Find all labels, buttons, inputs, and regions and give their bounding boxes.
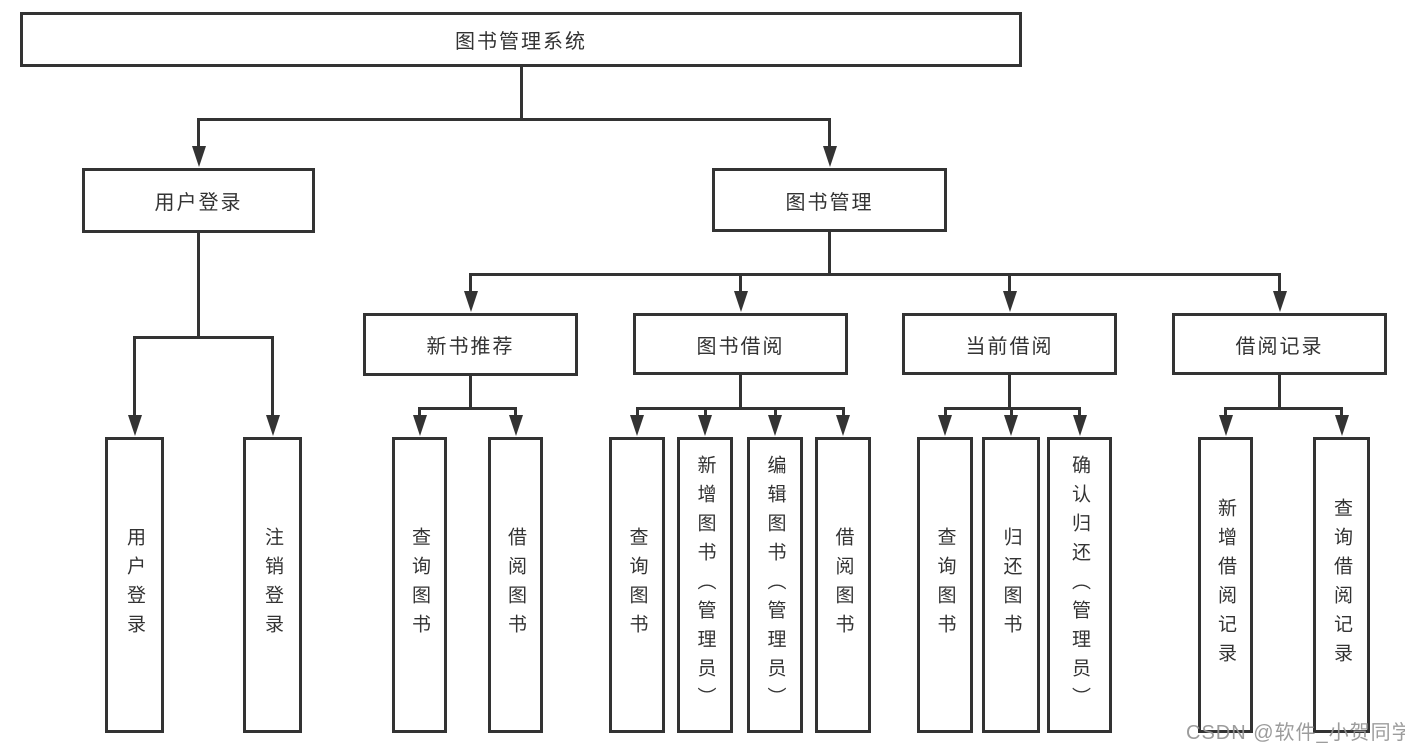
node-user-login-leaf: 用户登录 bbox=[105, 437, 164, 733]
node-label: 图书借阅 bbox=[696, 335, 785, 358]
node-label: 当前借阅 bbox=[965, 335, 1054, 358]
arrowhead-down bbox=[412, 415, 427, 436]
node-logout-leaf: 注销登录 bbox=[243, 437, 302, 733]
node-user-login: 用户登录 bbox=[82, 168, 315, 233]
watermark: CSDN @软件_小贺同学 bbox=[1186, 722, 1405, 744]
node-bb-borrow-books: 借阅图书 bbox=[815, 437, 871, 733]
connector-line bbox=[943, 407, 947, 419]
arrowhead-down bbox=[698, 415, 712, 436]
node-book-borrow: 图书借阅 bbox=[633, 313, 848, 375]
connector-line bbox=[1340, 407, 1343, 419]
node-label: 用户登录 bbox=[154, 192, 243, 214]
connector-line bbox=[635, 407, 639, 419]
arrowhead-down bbox=[822, 146, 837, 167]
node-rec-query-books: 查询图书 bbox=[392, 437, 447, 733]
connector-line bbox=[514, 407, 517, 419]
node-borrow-records: 借阅记录 bbox=[1172, 313, 1387, 375]
connector-line bbox=[1078, 407, 1081, 419]
node-book-mgmt: 图书管理 bbox=[712, 168, 947, 232]
connector-line bbox=[469, 376, 472, 410]
node-label: 图书管理系统 bbox=[455, 31, 587, 53]
node-cb-confirm-return: 确认归还（管理员） bbox=[1047, 437, 1112, 733]
node-br-query-record: 查询借阅记录 bbox=[1313, 437, 1370, 733]
node-label: 新书推荐 bbox=[426, 336, 515, 358]
arrowhead-down bbox=[265, 415, 280, 436]
connector-line bbox=[133, 336, 136, 419]
connector-line bbox=[739, 273, 742, 295]
arrowhead-down bbox=[938, 415, 952, 436]
node-label: 借阅图书 bbox=[505, 527, 526, 643]
node-label: 新增借阅记录 bbox=[1215, 498, 1236, 672]
connector-line bbox=[828, 118, 831, 150]
node-label: 确认归还（管理员） bbox=[1069, 454, 1090, 716]
arrowhead-down bbox=[1072, 415, 1087, 436]
arrowhead-down bbox=[1002, 291, 1017, 312]
connector-line bbox=[635, 407, 845, 410]
arrowhead-down bbox=[1272, 291, 1287, 312]
node-bb-add-books: 新增图书（管理员） bbox=[677, 437, 733, 733]
node-label: 注销登录 bbox=[262, 527, 283, 643]
node-cb-return-books: 归还图书 bbox=[982, 437, 1040, 733]
node-label: 用户登录 bbox=[124, 527, 145, 643]
connector-line bbox=[841, 407, 845, 419]
arrowhead-down bbox=[733, 291, 748, 312]
node-label: 借阅记录 bbox=[1235, 335, 1324, 358]
arrowhead-down bbox=[630, 415, 644, 436]
connector-line bbox=[197, 233, 200, 339]
node-label: 新增图书（管理员） bbox=[694, 454, 716, 716]
connector-line bbox=[703, 407, 707, 419]
node-bb-query-books: 查询图书 bbox=[609, 437, 665, 733]
connector-line bbox=[197, 118, 831, 121]
connector-line bbox=[469, 273, 1281, 276]
arrowhead-down bbox=[1334, 415, 1349, 436]
node-label: 查询图书 bbox=[626, 527, 648, 643]
connector-line bbox=[519, 67, 523, 121]
connector-line bbox=[1009, 407, 1013, 419]
connector-line bbox=[1224, 407, 1227, 419]
node-cb-query-books: 查询图书 bbox=[917, 437, 973, 733]
node-label: 借阅图书 bbox=[832, 527, 854, 643]
arrowhead-down bbox=[836, 415, 850, 436]
node-current-borrow: 当前借阅 bbox=[902, 313, 1117, 375]
node-root: 图书管理系统 bbox=[20, 12, 1022, 67]
connector-line bbox=[773, 407, 777, 419]
arrowhead-down bbox=[1004, 415, 1018, 436]
connector-line bbox=[1008, 375, 1011, 410]
connector-line bbox=[739, 375, 742, 410]
connector-line bbox=[1278, 375, 1281, 410]
arrowhead-down bbox=[127, 415, 142, 436]
connector-line bbox=[1278, 273, 1281, 295]
arrowhead-down bbox=[191, 146, 206, 167]
connector-line bbox=[469, 273, 472, 295]
node-label: 查询借阅记录 bbox=[1331, 498, 1352, 672]
arrowhead-down bbox=[1218, 415, 1233, 436]
connector-line bbox=[418, 407, 421, 419]
connector-line bbox=[133, 336, 274, 339]
node-br-add-record: 新增借阅记录 bbox=[1198, 437, 1253, 733]
node-label: 编辑图书（管理员） bbox=[764, 454, 786, 716]
arrowhead-down bbox=[463, 291, 478, 312]
connector-line bbox=[828, 232, 831, 276]
node-bb-edit-books: 编辑图书（管理员） bbox=[747, 437, 803, 733]
arrowhead-down bbox=[768, 415, 782, 436]
connector-line bbox=[1224, 407, 1343, 410]
node-new-book-rec: 新书推荐 bbox=[363, 313, 578, 376]
node-label: 查询图书 bbox=[934, 527, 956, 643]
arrowhead-down bbox=[508, 415, 523, 436]
node-label: 归还图书 bbox=[1000, 527, 1022, 643]
connector-line bbox=[271, 336, 274, 419]
node-label: 图书管理 bbox=[785, 191, 874, 214]
connector-line bbox=[197, 118, 200, 150]
connector-line bbox=[1008, 273, 1011, 295]
connector-line bbox=[418, 407, 517, 410]
node-rec-borrow-books: 借阅图书 bbox=[488, 437, 543, 733]
node-label: 查询图书 bbox=[409, 527, 430, 643]
